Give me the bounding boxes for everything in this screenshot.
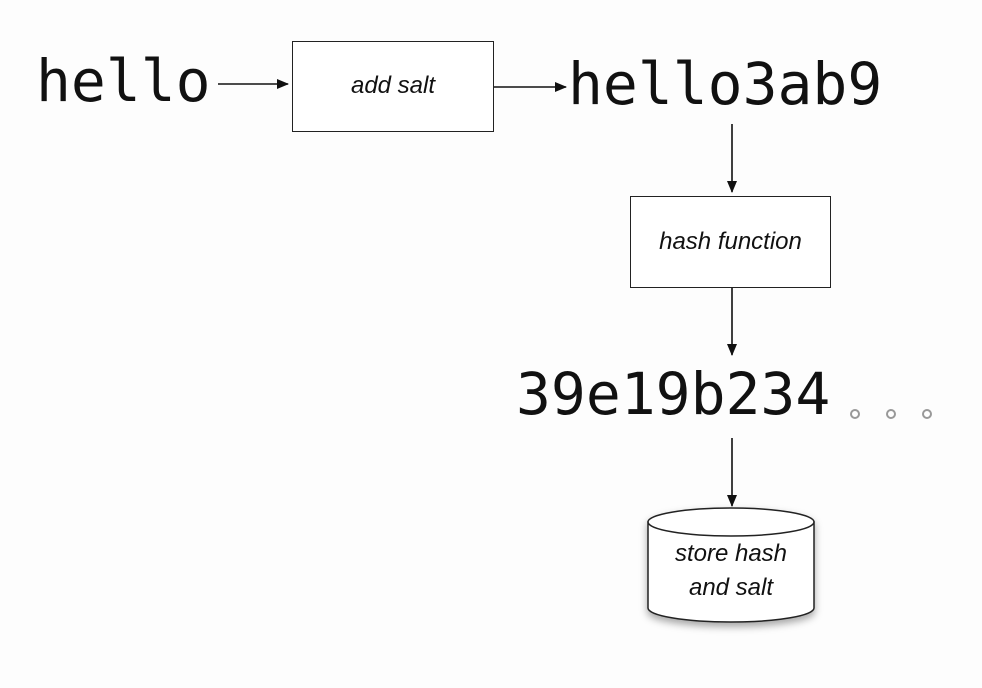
add-salt-box: add salt <box>292 41 494 132</box>
hash-function-label: hash function <box>659 227 802 255</box>
storage-label-line2: and salt <box>688 573 774 601</box>
hash-function-box: hash function <box>630 196 831 288</box>
ellipsis-dot <box>886 409 896 419</box>
input-text: hello <box>36 47 211 115</box>
ellipsis-dot <box>922 409 932 419</box>
storage-label-line1: store hash <box>674 540 788 567</box>
storage-cylinder-icon <box>647 507 815 623</box>
add-salt-label: add salt <box>350 72 436 100</box>
ellipsis-dot <box>850 409 860 419</box>
salted-text: hello3ab9 <box>568 50 883 118</box>
ellipsis-dots <box>850 409 932 419</box>
storage-label: store hash and salt <box>648 537 814 604</box>
hash-output-text: 39e19b234 <box>516 360 831 428</box>
